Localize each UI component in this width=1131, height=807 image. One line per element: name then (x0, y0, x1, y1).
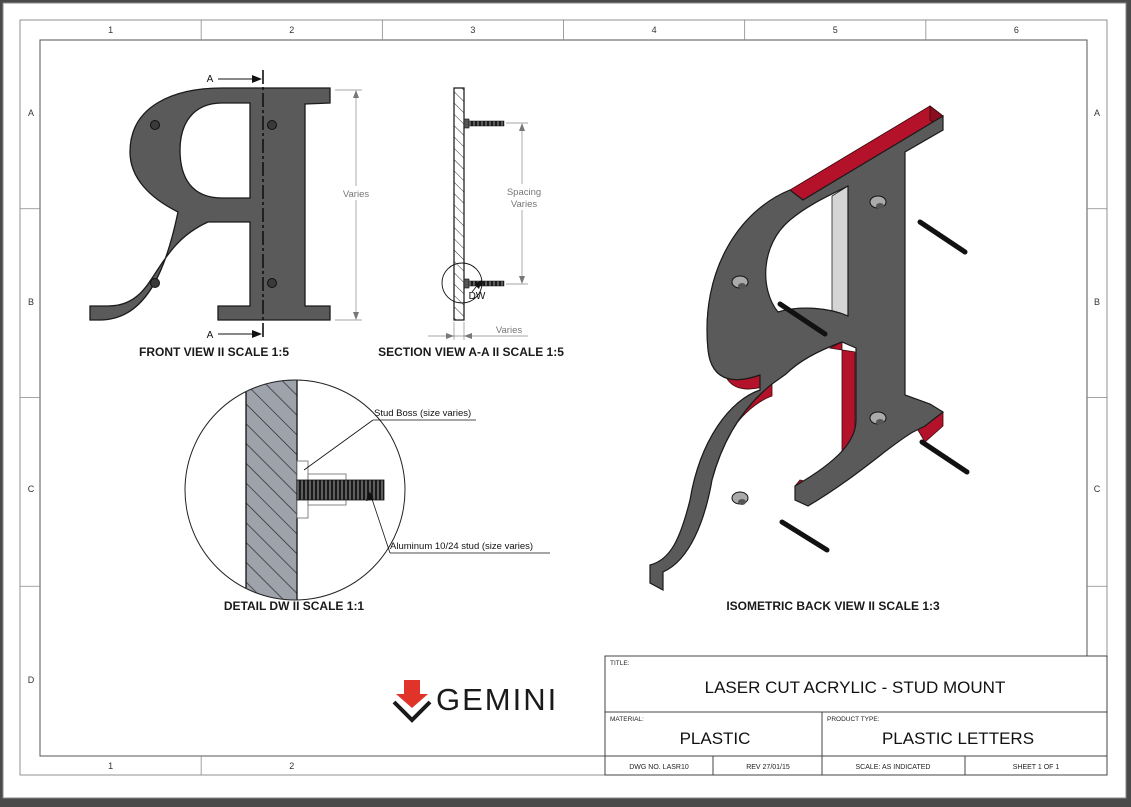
spacing-label-line2: Varies (511, 199, 537, 210)
logo-chevron-icon (392, 700, 432, 723)
zone-column-label-bottom: 1 (108, 761, 113, 771)
section-mark-bottom: A (207, 330, 214, 341)
zone-column-label: 1 (108, 25, 113, 35)
material-caption: MATERIAL: (610, 716, 644, 723)
detail-circle-outline (184, 379, 406, 601)
callout-stud-text: Aluminum 10/24 stud (size varies) (390, 541, 533, 552)
title-block-frame (604, 655, 1108, 757)
thickness-arrowhead-left (446, 333, 454, 339)
front-dimension-label: Varies (343, 189, 369, 200)
iso-stud-boss (731, 275, 749, 289)
iso-bowl-inner-wall (831, 185, 849, 327)
section-stud-bottom (468, 280, 505, 287)
callout-stud-arrowhead (366, 491, 374, 501)
callout-boss-leader (303, 419, 374, 471)
section-arrowhead-bottom (252, 330, 262, 338)
iso-stud-boss (731, 491, 749, 505)
title-caption: TITLE: (610, 660, 630, 667)
zone-row-label-left: B (28, 297, 34, 307)
section-plate (453, 87, 465, 321)
spacing-label-bg (502, 184, 544, 210)
gemini-logo: GEMINI (392, 680, 558, 723)
material-value: PLASTIC (680, 729, 751, 748)
zone-column-label: 2 (289, 25, 294, 35)
section-stud-top (468, 120, 505, 127)
zone-column-label-bottom: 2 (289, 761, 294, 771)
logo-arrow-icon (396, 680, 428, 708)
product-caption: PRODUCT TYPE: (827, 716, 880, 723)
front-view: A A Varies FRONT VIEW II SCALE 1:5 (89, 70, 372, 359)
logo-text: GEMINI (436, 682, 558, 717)
isometric-view: ISOMETRIC BACK VIEW II SCALE 1:3 (649, 105, 970, 613)
stud-hole (150, 120, 160, 130)
stud-hole (150, 278, 160, 288)
zone-column-label: 5 (833, 25, 838, 35)
front-letter-outline (89, 87, 331, 321)
detail-callout-circle (441, 262, 483, 304)
section-view-label: SECTION VIEW A-A II SCALE 1:5 (378, 345, 564, 359)
zone-column-label: 3 (470, 25, 475, 35)
callout-boss-text: Stud Boss (size varies) (374, 408, 471, 419)
detail-callout-arrowhead (474, 280, 482, 289)
section-arrowhead-top (252, 75, 262, 83)
detail-view-label: DETAIL DW II SCALE 1:1 (224, 599, 365, 613)
dimension-arrowhead-top (353, 90, 359, 98)
iso-stud-rod (917, 219, 968, 255)
detail-callout-mark: DW (469, 291, 486, 302)
zone-row-label-left: D (28, 675, 35, 685)
iso-stud-rod (779, 519, 830, 553)
detail-stud-thread (296, 479, 385, 501)
isometric-view-label: ISOMETRIC BACK VIEW II SCALE 1:3 (726, 599, 940, 613)
iso-letter-face (649, 114, 945, 592)
section-stud-boss-top (463, 118, 470, 129)
drawing-title: LASER CUT ACRYLIC - STUD MOUNT (705, 678, 1006, 697)
title-block: TITLE: LASER CUT ACRYLIC - STUD MOUNT MA… (604, 655, 1108, 776)
zone-row-label-right: C (1094, 484, 1101, 494)
detail-view: Stud Boss (size varies) Aluminum 10/24 s… (184, 379, 550, 613)
spacing-label-line1: Spacing (507, 187, 541, 198)
revision: REV 27/01/15 (746, 764, 790, 771)
zone-row-label-right: B (1094, 297, 1100, 307)
callout-stud-leader (370, 495, 391, 554)
title-block-footer-frame (604, 755, 1108, 776)
iso-stud-boss (869, 195, 887, 209)
dimension-label-bg (340, 186, 372, 200)
zone-column-label: 4 (652, 25, 657, 35)
dimension-arrowhead-bottom (353, 312, 359, 320)
product-value: PLASTIC LETTERS (882, 729, 1034, 748)
section-mark-top: A (207, 74, 214, 85)
iso-stud-rod (919, 439, 970, 475)
zone-column-label: 6 (1014, 25, 1019, 35)
sheet-number: SHEET 1 OF 1 (1013, 764, 1060, 771)
thickness-label: Varies (496, 325, 522, 336)
spacing-arrowhead-bottom (519, 276, 525, 284)
section-view: Spacing Varies DW Varies SECTION VIEW A-… (378, 87, 564, 359)
zone-row-label-left: A (28, 108, 34, 118)
iso-studs (731, 195, 970, 553)
zone-row-label-left: C (28, 484, 35, 494)
scale: SCALE: AS INDICATED (856, 764, 931, 771)
dwg-number: DWG NO. LASR10 (629, 764, 689, 771)
section-stud-boss-bottom (463, 278, 470, 289)
stud-hole (267, 278, 277, 288)
iso-stud-rod (777, 301, 828, 337)
detail-plate-section (245, 380, 298, 600)
stud-hole (267, 120, 277, 130)
front-view-label: FRONT VIEW II SCALE 1:5 (139, 345, 289, 359)
iso-stud-boss (869, 411, 887, 425)
zone-ticks (20, 20, 1107, 775)
thickness-arrowhead-right (464, 333, 472, 339)
spacing-arrowhead-top (519, 123, 525, 131)
zone-row-label-right: A (1094, 108, 1100, 118)
